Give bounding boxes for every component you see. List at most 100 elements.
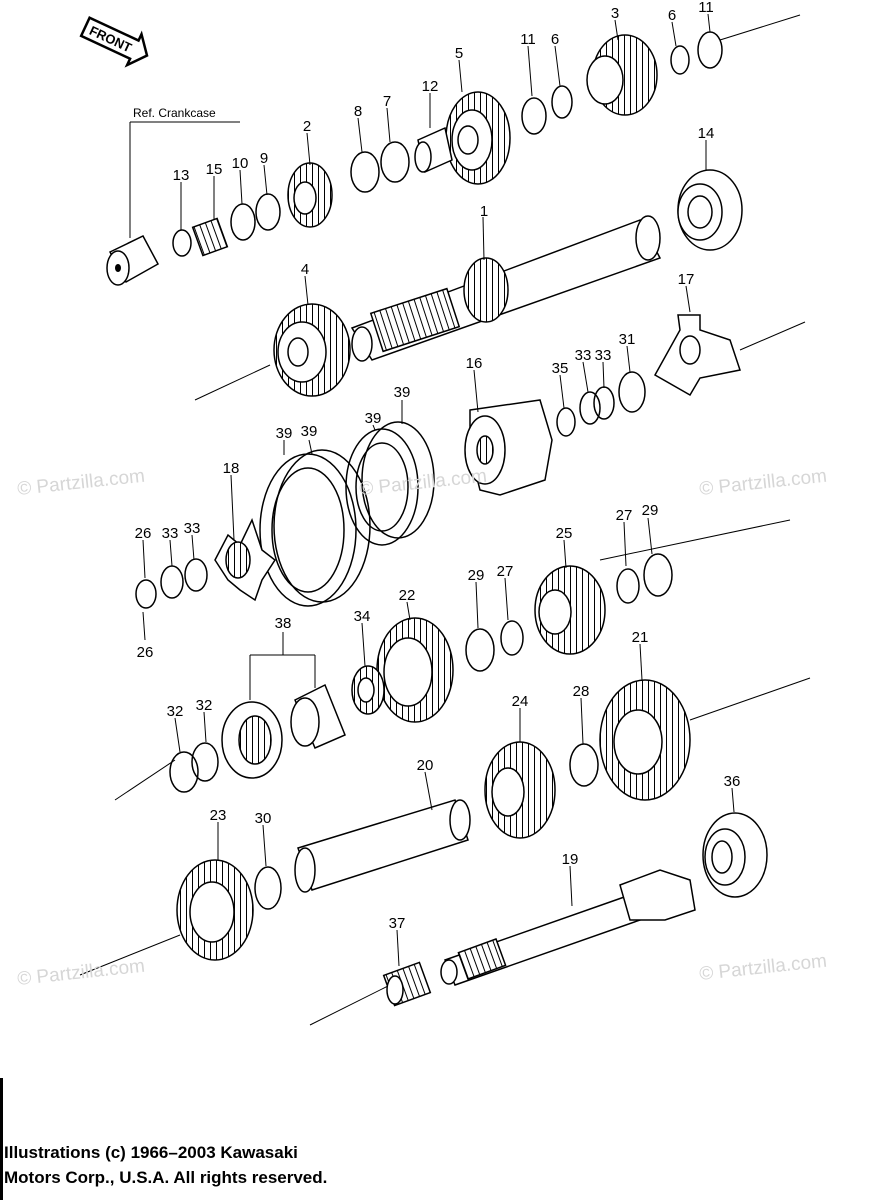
part-label: 1 bbox=[480, 203, 488, 220]
leader-lines bbox=[142, 13, 735, 967]
part-30-washer bbox=[254, 866, 282, 910]
part-label: 31 bbox=[619, 331, 636, 348]
part-label: 39 bbox=[394, 384, 411, 401]
row3-washers-right bbox=[465, 553, 673, 672]
part-32-washer bbox=[169, 751, 199, 793]
part-28-washer bbox=[569, 743, 599, 787]
part-label: 15 bbox=[206, 161, 223, 178]
part-label: 8 bbox=[354, 103, 362, 120]
part-label: 25 bbox=[556, 525, 573, 542]
part-11-washer-right bbox=[697, 31, 723, 69]
part-label: 11 bbox=[520, 31, 536, 48]
part-label: 23 bbox=[210, 807, 227, 824]
part-label: 34 bbox=[354, 608, 371, 625]
part-31-washer bbox=[618, 371, 646, 413]
part-label: 33 bbox=[595, 347, 612, 364]
part-label: 5 bbox=[455, 45, 463, 62]
copyright-line-1: Illustrations (c) 1966–2003 Kawasaki bbox=[4, 1143, 298, 1162]
part-39-clutch-plates bbox=[259, 421, 435, 607]
watermark-text: © Partzilla.com bbox=[698, 951, 828, 985]
transmission-exploded-diagram: FRONT Ref. Crankcase bbox=[16, 0, 828, 1026]
part-label: 6 bbox=[668, 7, 676, 24]
part-label: 30 bbox=[255, 810, 272, 827]
watermark-text: © Partzilla.com bbox=[358, 466, 488, 500]
axis-lines bbox=[79, 14, 811, 1026]
part-6-circlip bbox=[551, 85, 573, 119]
part-label: 29 bbox=[642, 502, 659, 519]
part-23-gear bbox=[176, 859, 254, 961]
part-3-gear bbox=[586, 34, 658, 116]
watermark-text: © Partzilla.com bbox=[16, 466, 146, 500]
part-label: 28 bbox=[573, 683, 590, 700]
part-4-gear bbox=[273, 303, 351, 397]
ref-crankcase-label: Ref. Crankcase bbox=[133, 106, 216, 120]
part-label: 24 bbox=[512, 693, 529, 710]
row4-washers-left bbox=[169, 742, 219, 793]
part-19-output-shaft bbox=[440, 869, 696, 986]
part-label: 26 bbox=[135, 525, 152, 542]
part-label: 39 bbox=[301, 423, 318, 440]
part-label: 32 bbox=[167, 703, 184, 720]
part-label: 29 bbox=[468, 567, 485, 584]
part-label: 35 bbox=[552, 360, 569, 377]
row2-washers bbox=[556, 371, 646, 437]
part-26-circlip bbox=[135, 579, 157, 609]
part-label: 4 bbox=[301, 261, 309, 278]
part-33-washer bbox=[579, 391, 601, 425]
part-37-needle-bearing bbox=[382, 961, 432, 1007]
part-16-clutch-hub bbox=[464, 399, 553, 496]
part-label: 32 bbox=[196, 697, 213, 714]
part-10-washer bbox=[230, 203, 256, 241]
part-label: 11 bbox=[698, 0, 714, 16]
part-label: 10 bbox=[232, 155, 249, 172]
part-38-bracket bbox=[249, 632, 316, 700]
part-label: 16 bbox=[466, 355, 483, 372]
part-6-circlip-right bbox=[670, 45, 690, 75]
part-12-bushing bbox=[414, 126, 453, 174]
part-8-washer bbox=[350, 151, 380, 193]
crankcase-ref-part bbox=[106, 235, 160, 286]
part-label: 22 bbox=[399, 587, 416, 604]
part-34-needle-bearing bbox=[351, 665, 385, 715]
part-label: 27 bbox=[497, 563, 514, 580]
part-label: 2 bbox=[303, 118, 311, 135]
part-17-shift-cam bbox=[653, 314, 741, 397]
part-label: 37 bbox=[389, 915, 406, 932]
part-label: 7 bbox=[383, 93, 391, 110]
left-border-bar bbox=[0, 1078, 3, 1200]
part-33-washer-left-b bbox=[184, 558, 208, 592]
part-32-washer-b bbox=[191, 742, 219, 782]
part-14-bearing bbox=[677, 169, 743, 251]
part-22-gear bbox=[376, 617, 454, 723]
part-33-washer-b bbox=[593, 386, 615, 420]
part-label: 33 bbox=[575, 347, 592, 364]
row1-washers bbox=[172, 31, 723, 257]
part-label: 27 bbox=[616, 507, 633, 524]
part-33-washer-left bbox=[160, 565, 184, 599]
part-29-washer bbox=[643, 553, 673, 597]
watermark-text: © Partzilla.com bbox=[16, 956, 146, 990]
part-1-input-shaft bbox=[350, 215, 662, 362]
part-label: 19 bbox=[562, 851, 579, 868]
part-label: 36 bbox=[724, 773, 741, 790]
part-2-gear bbox=[287, 162, 333, 228]
part-7-washer bbox=[380, 141, 410, 183]
part-label: 18 bbox=[223, 460, 240, 477]
part-label: 3 bbox=[611, 5, 619, 22]
part-20-sleeve bbox=[294, 799, 471, 893]
part-25-gear bbox=[534, 565, 606, 655]
part-label: 26 bbox=[137, 644, 154, 661]
part-labels: 1 2 3 4 5 6 6 7 8 9 10 11 11 12 13 14 15… bbox=[135, 0, 741, 932]
copyright-line-2: Motors Corp., U.S.A. All rights reserved… bbox=[4, 1168, 328, 1187]
part-13-circlip bbox=[172, 229, 192, 257]
copyright-notice: Illustrations (c) 1966–2003 Kawasaki Mot… bbox=[4, 1140, 327, 1190]
part-label: 38 bbox=[275, 615, 292, 632]
part-label: 33 bbox=[184, 520, 201, 537]
front-arrow: FRONT bbox=[79, 16, 149, 68]
row3-washers-left bbox=[135, 558, 208, 609]
part-38-bearing bbox=[221, 683, 346, 779]
part-36-bearing bbox=[702, 812, 768, 898]
part-label: 20 bbox=[417, 757, 434, 774]
part-9-washer bbox=[255, 193, 281, 231]
part-label: 33 bbox=[162, 525, 179, 542]
